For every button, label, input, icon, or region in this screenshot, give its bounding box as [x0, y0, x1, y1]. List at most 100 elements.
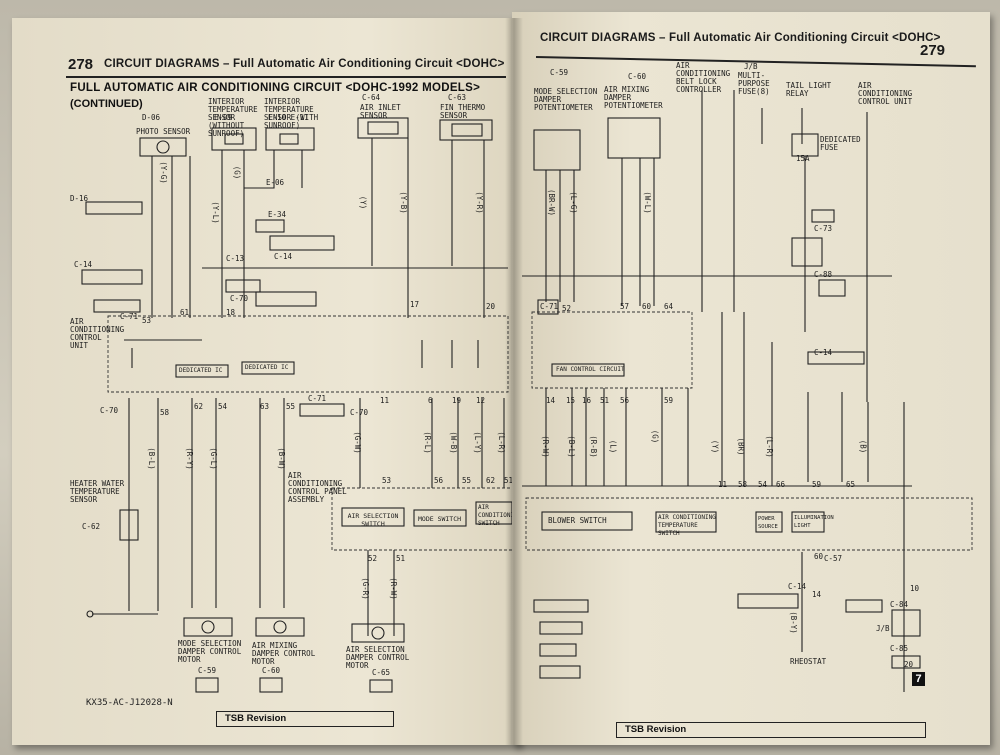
wire-w-b: (W-B)	[448, 431, 458, 454]
pin-53: 53	[142, 316, 152, 325]
ac-control-unit-r-label: AIR CONDITIONING CONTROL UNIT	[858, 81, 913, 106]
wire-l-g: (L-G)	[568, 191, 578, 214]
conn-c70-b: C-70	[350, 408, 369, 417]
wire-b-l2: (B-L)	[566, 435, 576, 458]
pin-20-r: 20	[904, 660, 914, 669]
air-mix-damper-motor-label: AIR MIXING DAMPER CONTROL MOTOR	[252, 641, 316, 666]
pin-59-r2: 59	[812, 480, 822, 489]
ac-temp-switch: AIR CONDITIONING TEMPERATURE SWITCH	[658, 514, 716, 537]
conn-c14-r2: C-14	[788, 582, 807, 591]
pin-64: 64	[664, 302, 674, 311]
pin-55: 55	[286, 402, 296, 411]
wire-y-b: (Y-B)	[398, 191, 408, 214]
conn-jb-2: J/B	[876, 624, 890, 633]
pin-52: 52	[368, 554, 378, 563]
wire-b2: (B)	[858, 439, 868, 454]
conn-c73: C-73	[814, 224, 833, 233]
left-tsb-revision: TSB Revision	[216, 711, 394, 727]
pin-55-b: 55	[462, 476, 472, 485]
wire-g: (G)	[232, 165, 242, 180]
interior-temp-sensor-1-label: INTERIOR TEMPERATURE SENSOR (WITHOUT SUN…	[208, 97, 258, 138]
air-mix-pot-label: AIR MIXING DAMPER POTENTIOMETER	[604, 85, 663, 110]
conn-jb: J/B	[744, 62, 758, 71]
air-select-damper-motor-label: AIR SELECTION DAMPER CONTROL MOTOR	[346, 645, 410, 670]
conn-c71-r: C-71	[540, 302, 559, 311]
wire-r-y: (R-Y)	[184, 447, 194, 470]
pin-12: 12	[476, 396, 486, 405]
wire-b-y: (B-Y)	[788, 611, 798, 634]
left-header-rule	[66, 76, 506, 78]
air-inlet-sensor-label: AIR INLET SENSOR	[360, 103, 401, 120]
wire-g-r: (G-R)	[360, 577, 370, 600]
wire-r-w: (R-W)	[388, 577, 398, 600]
conn-c71-b: C-71	[308, 394, 327, 403]
interior-temp-sensor-2-label: INTERIOR TEMPERATURE SENSOR (WITH SUNROO…	[264, 97, 319, 130]
conn-c62: C-62	[82, 522, 101, 531]
control-panel-assembly-label: AIR CONDITIONING CONTROL PANEL ASSEMBLY	[288, 471, 347, 504]
wire-g-w: (G-W)	[352, 431, 362, 454]
pin-62-b: 62	[486, 476, 496, 485]
wire-y: (Y)	[358, 195, 368, 210]
illumination-light: ILLUMINATION LIGHT	[794, 515, 834, 529]
pin-63: 63	[260, 402, 270, 411]
wire-r-w2: (R-W)	[540, 435, 550, 458]
pin-56-r: 56	[620, 396, 630, 405]
pin-59-r: 59	[664, 396, 674, 405]
pin-65: 65	[846, 480, 856, 489]
left-page: 278 CIRCUIT DIAGRAMS – Full Automatic Ai…	[12, 18, 520, 745]
right-tsb-revision: TSB Revision	[616, 722, 926, 738]
conn-c88: C-88	[814, 270, 833, 279]
dedicated-ic-1: DEDICATED IC	[179, 367, 223, 374]
wire-y-l: (Y-L)	[210, 201, 220, 224]
right-page: CIRCUIT DIAGRAMS – Full Automatic Air Co…	[512, 12, 990, 745]
conn-c70-c: C-70	[230, 294, 249, 303]
pin-10: 10	[910, 584, 920, 593]
conn-c71: C-71	[120, 312, 139, 321]
left-page-title: FULL AUTOMATIC AIR CONDITIONING CIRCUIT …	[70, 82, 481, 94]
dedicated-fuse-label: DEDICATED FUSE	[820, 135, 861, 152]
power-source: POWER SOURCE	[758, 516, 778, 530]
conn-e34: E-34	[268, 210, 287, 219]
mode-damper-motor-label: MODE SELECTION DAMPER CONTROL MOTOR	[178, 639, 242, 664]
wire-br: (BR)	[736, 437, 746, 456]
pin-56: 56	[434, 476, 444, 485]
air-selection-switch: AIR SELECTION SWITCH	[347, 512, 399, 528]
wire-y-g-1: (Y-G)	[158, 161, 168, 184]
pin-17: 17	[410, 300, 420, 309]
photo-sensor-label: PHOTO SENSOR	[136, 127, 191, 136]
conn-e06: E-06	[266, 178, 285, 187]
wire-br-w: (BR-W)	[547, 188, 557, 217]
right-page-header: CIRCUIT DIAGRAMS – Full Automatic Air Co…	[540, 32, 941, 44]
wire-g-r2: (G)	[650, 429, 660, 444]
fuse-15a: 15A	[796, 154, 810, 163]
pin-6: 6	[428, 396, 433, 405]
conn-c70-a: C-70	[100, 406, 119, 415]
pin-52-r: 52	[562, 304, 572, 313]
pin-20: 20	[486, 302, 496, 311]
mode-switch: MODE SWITCH	[418, 515, 462, 523]
right-page-number: 279	[920, 42, 946, 59]
pin-57: 57	[620, 302, 630, 311]
pin-66: 66	[776, 480, 786, 489]
pin-51: 51	[504, 476, 513, 485]
conn-c59: C-59	[198, 666, 217, 675]
conn-d06: D-06	[142, 113, 161, 122]
left-page-number: 278	[68, 56, 94, 73]
pin-61: 61	[180, 308, 190, 317]
corner-page-tag: 7	[912, 672, 925, 686]
wire-l-y: (L-Y)	[472, 431, 482, 454]
conn-e09: E-09	[214, 113, 233, 122]
heater-water-temp-sensor-label: HEATER WATER TEMPERATURE SENSOR	[70, 479, 125, 504]
conn-c57: C-57	[824, 554, 843, 563]
book-gutter	[505, 18, 523, 745]
wire-l-r2: (L-R)	[764, 435, 774, 458]
conn-c65: C-65	[372, 668, 391, 677]
blower-switch: BLOWER SWITCH	[548, 516, 607, 525]
pin-14: 14	[546, 396, 556, 405]
pin-51-r: 51	[600, 396, 610, 405]
left-footer-code: KX35-AC-J12028-N	[86, 698, 173, 708]
left-wiring-diagram	[81, 117, 517, 693]
wire-l2: (L)	[608, 439, 618, 454]
pin-60-r: 60	[814, 552, 824, 561]
pin-62: 62	[194, 402, 204, 411]
